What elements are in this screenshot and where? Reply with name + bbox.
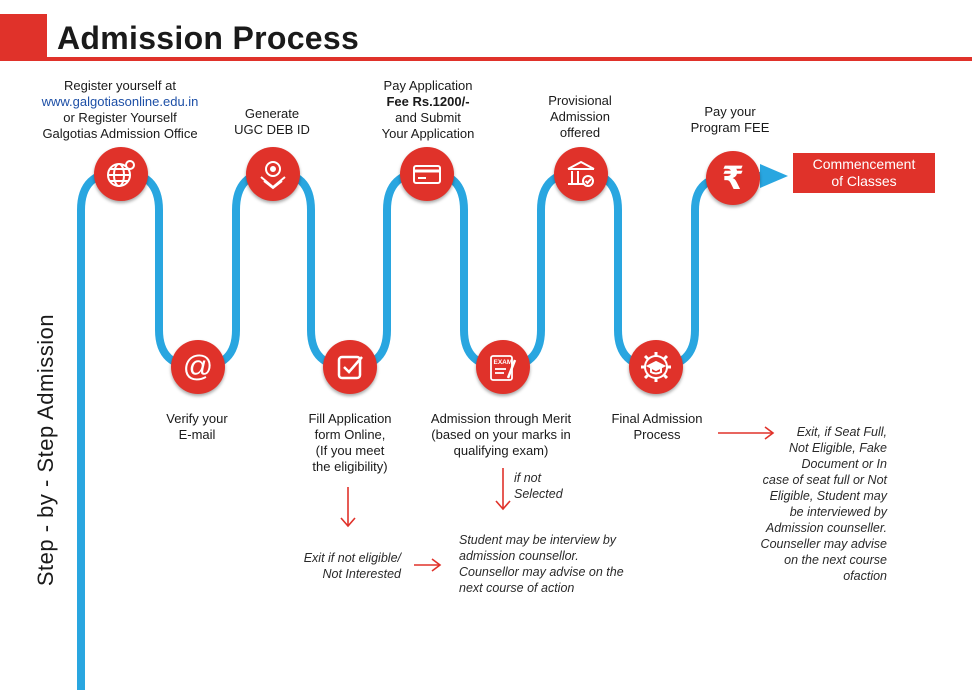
step-final-label: Final Admission Process <box>602 411 712 443</box>
exit-seat-line9: on the next course <box>784 553 887 567</box>
exam-icon: EXAM <box>476 340 530 394</box>
fill-line4: the eligibility) <box>312 459 388 474</box>
interview-line2: admission counsellor. <box>459 549 579 563</box>
page-title: Admission Process <box>57 20 360 56</box>
exit-seat-line2: Not Eligible, Fake <box>789 441 887 455</box>
not-eligible-line2: Not Interested <box>322 567 401 581</box>
verify-line2: E-mail <box>178 427 216 442</box>
pay-fee-line1: Pay your <box>704 104 756 119</box>
not-selected-line1: if not <box>514 471 542 485</box>
exit-seat-line5: Eligible, Student may <box>769 489 887 503</box>
exit-seat-line1: Exit, if Seat Full, <box>796 425 887 439</box>
note-not-selected: if not Selected <box>514 470 584 502</box>
final-line2: Process <box>633 427 681 442</box>
pay-fee-line2: Program FEE <box>690 120 770 135</box>
merit-line3: qualifying exam) <box>453 443 549 458</box>
globe-gear-icon <box>94 147 148 201</box>
fill-line1: Fill Application <box>308 411 392 426</box>
svg-text:EXAM: EXAM <box>494 359 513 366</box>
exit-seat-line8: Counseller may advise <box>760 537 887 551</box>
card-icon <box>400 147 454 201</box>
pay-app-line2: Fee Rs.1200/- <box>386 94 470 109</box>
merit-line2: (based on your marks in <box>431 427 571 442</box>
note-exit-seat: Exit, if Seat Full, Not Eligible, Fake D… <box>730 424 887 584</box>
register-line3: Galgotias Admission Office <box>42 126 198 141</box>
pay-app-line4: Your Application <box>381 126 475 141</box>
final-line1: Final Admission <box>611 411 703 426</box>
note-not-eligible: Exit if not eligible/ Not Interested <box>270 550 401 582</box>
step-provisional-label: Provisional Admission offered <box>530 93 630 141</box>
interview-line4: next course of action <box>459 581 575 595</box>
commencement-line1: Commencement <box>812 156 916 172</box>
verify-line1: Verify your <box>166 411 228 426</box>
provisional-line3: offered <box>559 125 601 140</box>
building-check-icon <box>554 147 608 201</box>
note-interview: Student may be interview by admission co… <box>459 532 669 596</box>
step-merit-label: Admission through Merit (based on your m… <box>416 411 586 459</box>
provisional-line1: Provisional <box>548 93 612 108</box>
pay-app-line1: Pay Application <box>383 78 473 93</box>
checkbox-icon <box>323 340 377 394</box>
step-verify-label: Verify your E-mail <box>147 411 247 443</box>
fill-line2: form Online, <box>314 427 386 442</box>
exit-seat-line7: Admission counseller. <box>765 521 887 535</box>
commencement-line2: of Classes <box>831 173 897 189</box>
interview-line1: Student may be interview by <box>459 533 617 547</box>
provisional-line2: Admission <box>550 109 610 124</box>
register-link[interactable]: www.galgotiasonline.edu.in <box>41 94 199 109</box>
header-rule <box>47 57 972 61</box>
step-generate-label: Generate UGC DEB ID <box>222 106 322 138</box>
generate-line2: UGC DEB ID <box>234 122 310 137</box>
step-register-label: Register yourself at www.galgotiasonline… <box>20 78 220 142</box>
pay-app-line3: and Submit <box>395 110 461 125</box>
commencement-box: Commencement of Classes <box>793 153 935 193</box>
not-selected-line2: Selected <box>514 487 563 501</box>
exit-seat-line4: case of seat full or Not <box>762 473 887 487</box>
not-eligible-line1: Exit if not eligible/ <box>303 551 401 565</box>
interview-line3: Counsellor may advise on the <box>459 565 624 579</box>
at-icon: @ <box>171 340 225 394</box>
generate-line1: Generate <box>244 106 300 121</box>
emblem-icon <box>246 147 300 201</box>
exit-seat-line3: Document or In <box>801 457 887 471</box>
flow-arrowhead <box>760 164 788 188</box>
merit-line1: Admission through Merit <box>430 411 572 426</box>
step-pay-application-label: Pay Application Fee Rs.1200/- and Submit… <box>368 78 488 142</box>
gear-cap-icon <box>629 340 683 394</box>
step-fill-form-label: Fill Application form Online, (If you me… <box>290 411 410 475</box>
exit-seat-line10: ofaction <box>843 569 887 583</box>
register-line1: Register yourself at <box>64 78 176 93</box>
fill-line3: (If you meet <box>315 443 385 458</box>
rupee-icon: ₹ <box>706 151 760 205</box>
header-accent-block <box>0 14 47 61</box>
exit-seat-line6: be interviewed by <box>789 505 887 519</box>
step-pay-fee-label: Pay your Program FEE <box>680 104 780 136</box>
register-line2: or Register Yourself <box>63 110 177 125</box>
